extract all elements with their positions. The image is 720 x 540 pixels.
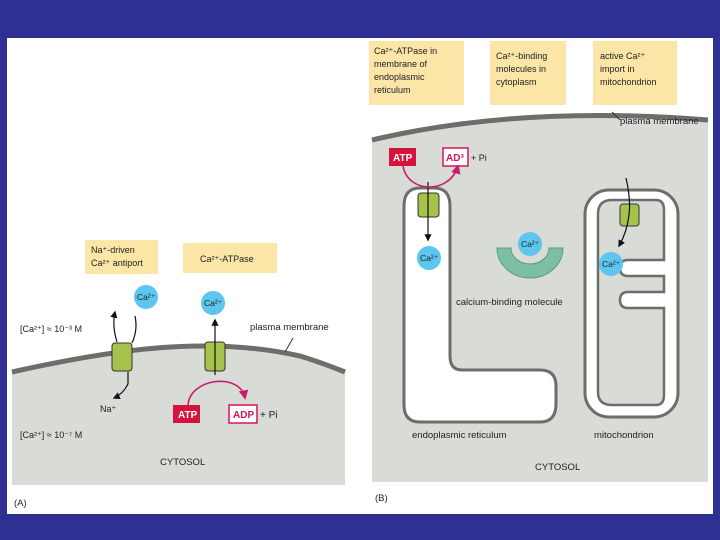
atpase-label: Ca²⁺-ATPase bbox=[200, 254, 254, 264]
adp-badge-b bbox=[442, 147, 469, 167]
calcium-ion-a1 bbox=[134, 285, 158, 309]
header-box-binding bbox=[490, 41, 566, 105]
header-mito-line: mitochondrion bbox=[600, 77, 657, 87]
binding-molecule-label: calcium-binding molecule bbox=[456, 297, 563, 308]
pi-label-b: + Pi bbox=[471, 153, 487, 163]
na-ion-label: Na⁺ bbox=[100, 404, 117, 414]
calcium-ion-er-label: Ca²⁺ bbox=[420, 253, 439, 263]
pi-label-a: + Pi bbox=[260, 410, 278, 421]
calcium-ion-mito-label: Ca²⁺ bbox=[602, 259, 621, 269]
calcium-ion-mito bbox=[599, 252, 623, 276]
antiport-label-box bbox=[85, 240, 158, 274]
calcium-ion-bound bbox=[518, 232, 542, 256]
panel-b-caption: (B) bbox=[375, 493, 388, 504]
mitochondrion-inner bbox=[596, 198, 666, 407]
panel-b-cytosol-label: CYTOSOL bbox=[535, 462, 580, 473]
na-ca-antiporter bbox=[111, 342, 133, 372]
calcium-ion-a1-label: Ca²⁺ bbox=[137, 292, 156, 302]
header-mito: active Ca²⁺ import in mitochondrion bbox=[600, 51, 657, 87]
panel-a-caption: (A) bbox=[14, 498, 27, 509]
er-label: endoplasmic reticulum bbox=[412, 430, 507, 441]
atp-label-a: ATP bbox=[178, 410, 198, 421]
panel-a-cytosol-label: CYTOSOL bbox=[160, 457, 205, 468]
calcium-binding-molecule bbox=[496, 247, 564, 279]
atpase-label-box bbox=[183, 243, 277, 273]
ca-efflux-line-a1 bbox=[131, 315, 137, 344]
calcium-ion-bound-label: Ca²⁺ bbox=[521, 239, 540, 249]
atp-hydrolysis-arrow-b bbox=[402, 164, 461, 188]
antiport-label-line: Ca²⁺ antiport bbox=[91, 258, 143, 268]
panel-a: plasma membrane Na⁺-driven Ca²⁺ antiport… bbox=[11, 240, 346, 509]
ca-import-arrow-mito bbox=[618, 177, 631, 248]
header-er-line: Ca²⁺-ATPase in bbox=[374, 46, 437, 56]
atp-hydrolysis-arrow-a bbox=[187, 380, 249, 406]
header-mito-line: import in bbox=[600, 64, 635, 74]
header-binding-line: molecules in bbox=[496, 64, 546, 74]
atp-badge-a bbox=[173, 405, 200, 423]
panel-b: plasma membrane Ca²⁺-ATPase in membrane … bbox=[369, 41, 709, 504]
adp-label-b: AD³ bbox=[446, 153, 464, 164]
header-er-line: endoplasmic bbox=[374, 72, 425, 82]
membrane-leader-b bbox=[611, 111, 621, 121]
adp-label-a: ADP bbox=[233, 410, 254, 421]
calcium-ion-a2 bbox=[201, 291, 225, 315]
header-binding-line: Ca²⁺-binding bbox=[496, 51, 547, 61]
conc-inside: [Ca²⁺] ≈ 10⁻⁷ M bbox=[20, 430, 82, 440]
ca-efflux-arrow-a1 bbox=[110, 310, 118, 343]
header-box-mito bbox=[593, 41, 677, 105]
adp-badge-a bbox=[228, 404, 258, 424]
panel-a-membrane-label: plasma membrane bbox=[250, 322, 329, 333]
mito-label: mitochondrion bbox=[594, 430, 654, 441]
antiport-label: Na⁺-driven Ca²⁺ antiport bbox=[91, 245, 143, 268]
conc-outside: [Ca²⁺] ≈ 10⁻³ M bbox=[20, 324, 82, 334]
membrane-leader-a bbox=[284, 337, 294, 353]
panel-b-membrane-label: plasma membrane bbox=[620, 116, 699, 127]
header-mito-line: active Ca²⁺ bbox=[600, 51, 646, 61]
header-binding-line: cytoplasm bbox=[496, 77, 537, 87]
panel-a-plasma-membrane bbox=[11, 343, 346, 375]
panel-b-plasma-membrane bbox=[371, 113, 709, 143]
atp-label-b: ATP bbox=[393, 153, 413, 164]
header-binding: Ca²⁺-binding molecules in cytoplasm bbox=[496, 51, 550, 87]
na-influx-arrow bbox=[112, 383, 129, 399]
calcium-ion-a2-label: Ca²⁺ bbox=[204, 298, 223, 308]
endoplasmic-reticulum bbox=[402, 186, 558, 424]
atp-badge-b bbox=[389, 148, 416, 166]
calcium-ion-er bbox=[417, 246, 441, 270]
antiport-label-line: Na⁺-driven bbox=[91, 245, 135, 255]
header-er-atpase: Ca²⁺-ATPase in membrane of endoplasmic r… bbox=[374, 46, 440, 95]
header-box-er-atpase bbox=[369, 41, 464, 105]
header-er-line: reticulum bbox=[374, 85, 411, 95]
header-er-line: membrane of bbox=[374, 59, 428, 69]
